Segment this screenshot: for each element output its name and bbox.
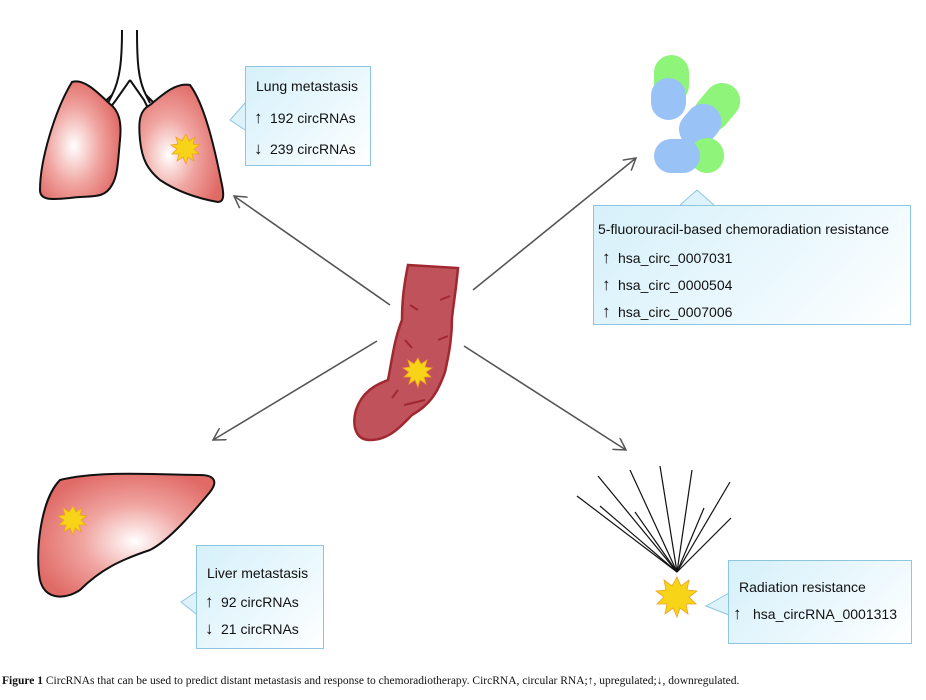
liver-illustration [37, 472, 216, 598]
figure-label: Figure 1 [2, 675, 43, 687]
colon [353, 263, 460, 442]
liver-callout-tail [180, 591, 197, 615]
liver-metastasis-callout: Liver metastasis ↑ 92 circRNAs ↓ 21 circRN… [196, 545, 324, 649]
up-arrow-icon: ↑ [733, 604, 742, 623]
lung-callout-tail [229, 102, 246, 131]
colon-tumor-icon [401, 357, 434, 389]
radiation-callout-title: Radiation resistance [739, 579, 866, 595]
liver-downregulated-row: ↓ 21 circRNAs [205, 620, 299, 637]
lung-upregulated-row: ↑ 192 circRNAs [254, 109, 356, 126]
up-arrow-icon: ↑ [602, 302, 611, 321]
diagram-canvas [37, 29, 741, 619]
arrow-to-liver [213, 340, 378, 440]
chemoradiation-resistance-callout: 5-fluorouracil-based chemoradiation resi… [593, 205, 911, 325]
down-arrow-icon: ↓ [205, 619, 214, 638]
arrow-to-pills [472, 158, 636, 291]
liver-upregulated-row: ↑ 92 circRNAs [205, 593, 299, 610]
caption-text: CircRNAs that can be used to predict dis… [43, 675, 740, 687]
liver-up-count: 92 circRNAs [221, 594, 299, 610]
down-arrow-icon: ↓ [254, 139, 263, 158]
arrow-to-radiation [463, 345, 626, 450]
lung-metastasis-callout: Lung metastasis ↑ 192 circRNAs ↓ 239 circR… [245, 66, 371, 166]
chemo-circrna-name: hsa_circ_0007031 [618, 250, 733, 266]
figure-caption: Figure 1 CircRNAs that can be used to pr… [2, 675, 739, 687]
arrows [213, 158, 636, 450]
radiation-circrna-name: hsa_circRNA_0001313 [753, 606, 897, 622]
up-arrow-icon: ↑ [602, 248, 611, 267]
radiation-item-row: ↑ hsa_circRNA_0001313 [733, 605, 897, 622]
lung-up-count: 192 circRNAs [270, 110, 356, 126]
lung-tumor-icon [169, 133, 202, 166]
colon-illustration [353, 263, 460, 442]
lungs-illustration [38, 29, 225, 204]
radiation-callout-tail [704, 592, 730, 616]
lung-downregulated-row: ↓ 239 circRNAs [254, 140, 356, 157]
lung-down-count: 239 circRNAs [270, 141, 356, 157]
left-lung [38, 80, 122, 200]
radiation-resistance-callout: Radiation resistance ↑ hsa_circRNA_000131… [728, 560, 912, 644]
up-arrow-icon: ↑ [602, 275, 611, 294]
up-arrow-icon: ↑ [254, 108, 263, 127]
radiation-tumor-icon [654, 576, 699, 619]
lung-callout-title: Lung metastasis [256, 78, 358, 94]
liver-tumor-icon [56, 505, 89, 537]
trachea [107, 29, 151, 104]
liver-callout-title: Liver metastasis [207, 565, 309, 581]
liver-down-count: 21 circRNAs [221, 621, 299, 637]
arrow-to-lung [234, 196, 391, 306]
chemo-callout-tail [679, 189, 715, 206]
chemo-item-row: ↑ hsa_circ_0007031 [602, 249, 732, 266]
up-arrow-icon: ↑ [205, 592, 214, 611]
chemo-item-row: ↑ hsa_circ_0007006 [602, 303, 732, 320]
radiation-rays-illustration [576, 465, 732, 619]
chemo-circrna-name: hsa_circ_0007006 [618, 304, 733, 320]
chemo-callout-title: 5-fluorouracil-based chemoradiation resi… [598, 221, 890, 237]
chemo-item-row: ↑ hsa_circ_0000504 [602, 276, 732, 293]
pills-illustration [651, 55, 741, 173]
liver [37, 472, 216, 598]
chemo-circrna-name: hsa_circ_0000504 [618, 277, 733, 293]
